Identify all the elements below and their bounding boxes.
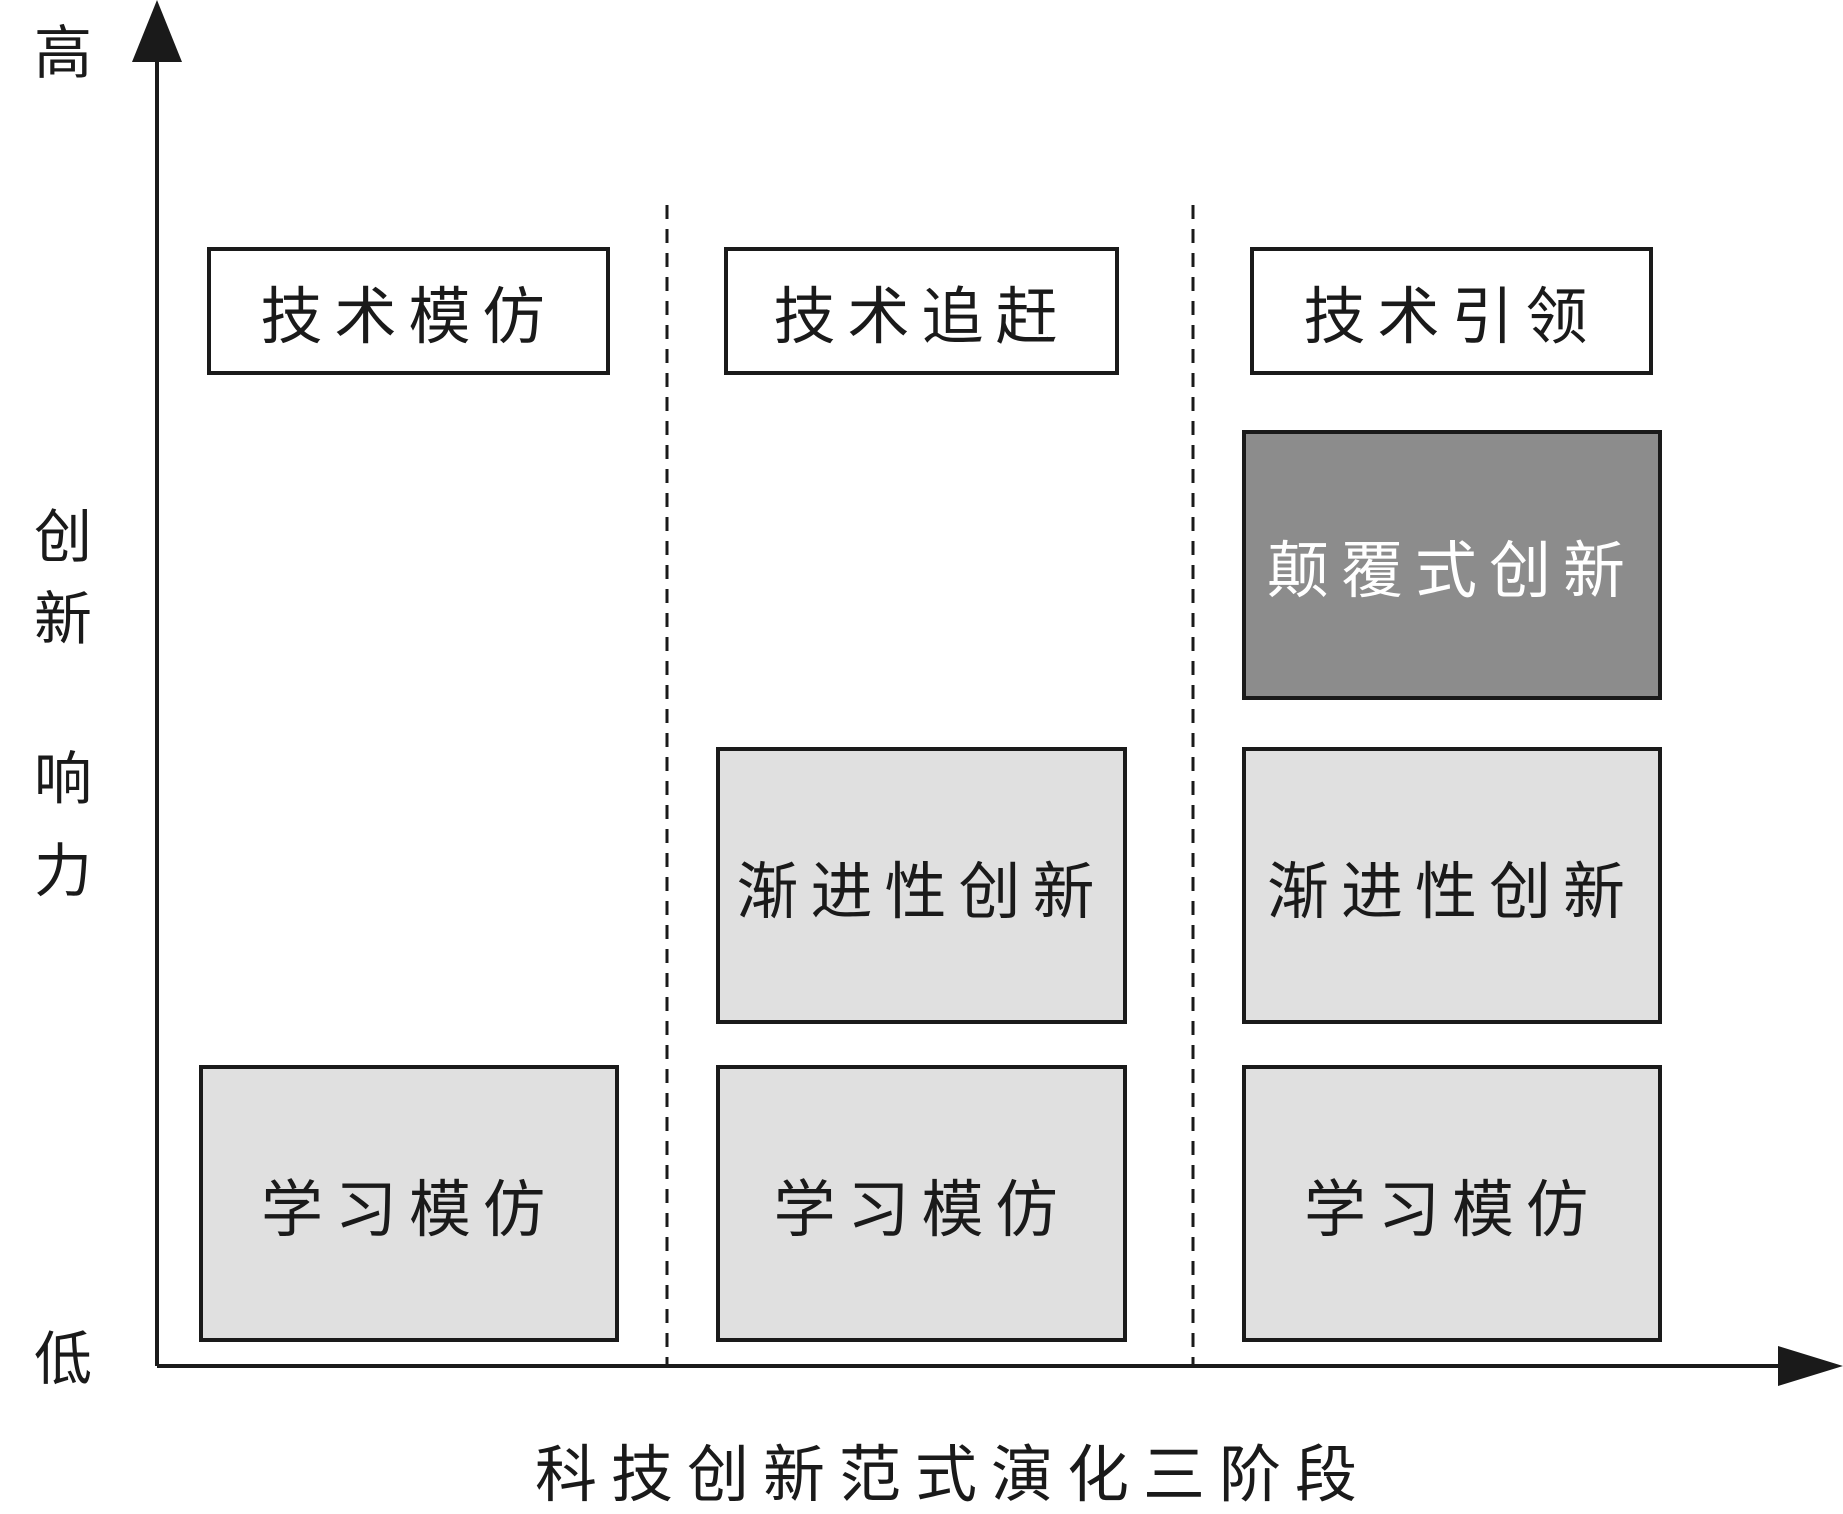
block-learning-imitation: 学习模仿: [199, 1065, 619, 1342]
block-learning-imitation: 学习模仿: [1242, 1065, 1662, 1342]
y-axis-title-char-4: 力: [34, 837, 93, 905]
block-disruptive-innovation: 颠覆式创新: [1242, 430, 1662, 700]
stage-header-label: 技术模仿: [260, 280, 557, 353]
y-axis-title-char-2: 新: [34, 585, 93, 653]
block-label: 学习模仿: [260, 1172, 557, 1246]
y-axis-title-char-1: 创: [34, 503, 93, 571]
block-label: 颠覆式创新: [1266, 534, 1637, 607]
stage-header-catch-up: 技术追赶: [724, 247, 1119, 375]
block-label: 渐进性创新: [736, 854, 1107, 928]
stage-header-label: 技术引领: [1303, 280, 1600, 353]
x-axis-arrow-icon: [1778, 1346, 1843, 1386]
block-label: 渐进性创新: [1266, 854, 1637, 928]
block-incremental-innovation: 渐进性创新: [1242, 747, 1662, 1024]
block-label: 学习模仿: [1303, 1172, 1600, 1246]
y-axis-low-label: 低: [34, 1325, 93, 1393]
block-label: 学习模仿: [773, 1172, 1070, 1246]
x-axis-title: 科技创新范式演化三阶段: [535, 1438, 1372, 1511]
block-learning-imitation: 学习模仿: [716, 1065, 1127, 1342]
y-axis-arrow-icon: [132, 0, 182, 62]
y-axis-high-label: 高: [34, 19, 93, 87]
block-incremental-innovation: 渐进性创新: [716, 747, 1127, 1024]
stage-header-label: 技术追赶: [773, 280, 1070, 353]
stage-header-leadership: 技术引领: [1250, 247, 1653, 375]
y-axis-title-char-3: 响: [34, 745, 93, 813]
stage-header-imitation: 技术模仿: [207, 247, 610, 375]
